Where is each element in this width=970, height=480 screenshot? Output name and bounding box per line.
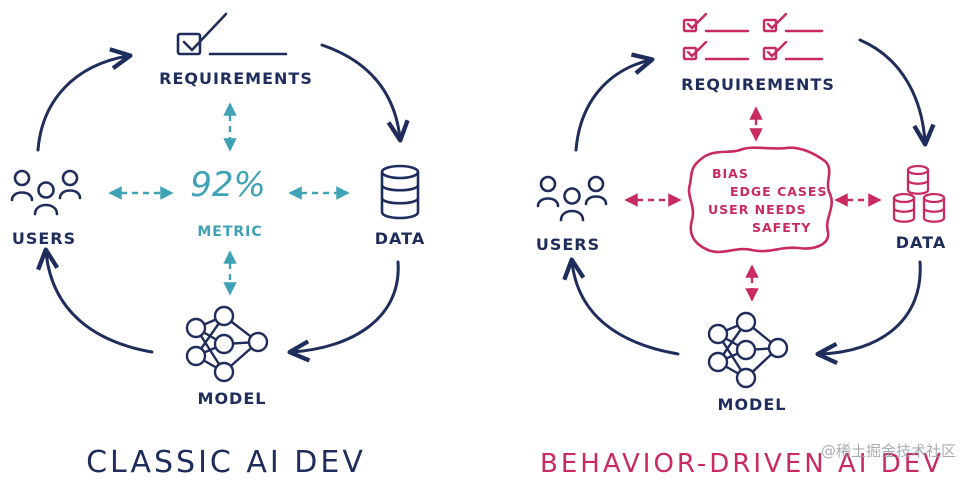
checklist-icon (176, 12, 288, 56)
behavior-arrow-users-to-requirements (574, 52, 655, 152)
classic-users-label: USERS (12, 229, 76, 248)
behavior-arrow-data-to-model (815, 260, 922, 365)
metric-connectors (108, 102, 350, 296)
behavior-caption: BEHAVIOR-DRIVEN AI DEV (540, 449, 944, 479)
behavior-requirements-label: REQUIREMENTS (681, 75, 835, 94)
watermark: @稀土掘金技术社区 (820, 442, 956, 460)
behavior-diagram: REQUIREMENTS USERS DATA (536, 12, 946, 479)
behavior-data-label: DATA (896, 233, 946, 252)
metric-label: METRIC (197, 224, 262, 240)
classic-cycle-arrows (36, 43, 410, 363)
classic-arrow-model-to-users (36, 247, 154, 354)
classic-requirements-label: REQUIREMENTS (159, 69, 313, 88)
behavior-cloud-outline (687, 146, 833, 254)
behavior-arrow-requirements-to-data (858, 38, 936, 147)
cloud-item-bias: BIAS (712, 166, 749, 181)
classic-arrow-data-to-model (287, 260, 400, 363)
behavior-arrow-model-to-users (562, 257, 680, 356)
multi-checklist-icon (682, 12, 824, 61)
classic-arrow-requirements-to-data (320, 43, 410, 143)
database-icon (380, 164, 420, 220)
behavior-connectors (624, 106, 882, 302)
metric-value: 92% (190, 165, 266, 205)
classic-caption: CLASSIC AI DEV (86, 445, 366, 480)
classic-diagram: REQUIREMENTS USERS DATA (10, 12, 425, 480)
behavior-model-label: MODEL (718, 395, 787, 414)
cloud-item-safety: SAFETY (752, 220, 811, 235)
classic-model-label: MODEL (198, 389, 267, 408)
classic-data-label: DATA (375, 229, 425, 248)
stacked-databases-icon (892, 164, 946, 223)
users-icon (536, 175, 608, 222)
cloud-item-edge-cases: EDGE CASES (730, 184, 827, 199)
users-icon (10, 169, 82, 216)
neural-network-icon (707, 311, 789, 389)
neural-network-icon (185, 305, 269, 383)
cloud-item-user-needs: USER NEEDS (708, 202, 807, 217)
behavior-users-label: USERS (536, 235, 600, 254)
classic-arrow-users-to-requirements (36, 47, 133, 152)
behavior-cycle-arrows (562, 38, 936, 365)
